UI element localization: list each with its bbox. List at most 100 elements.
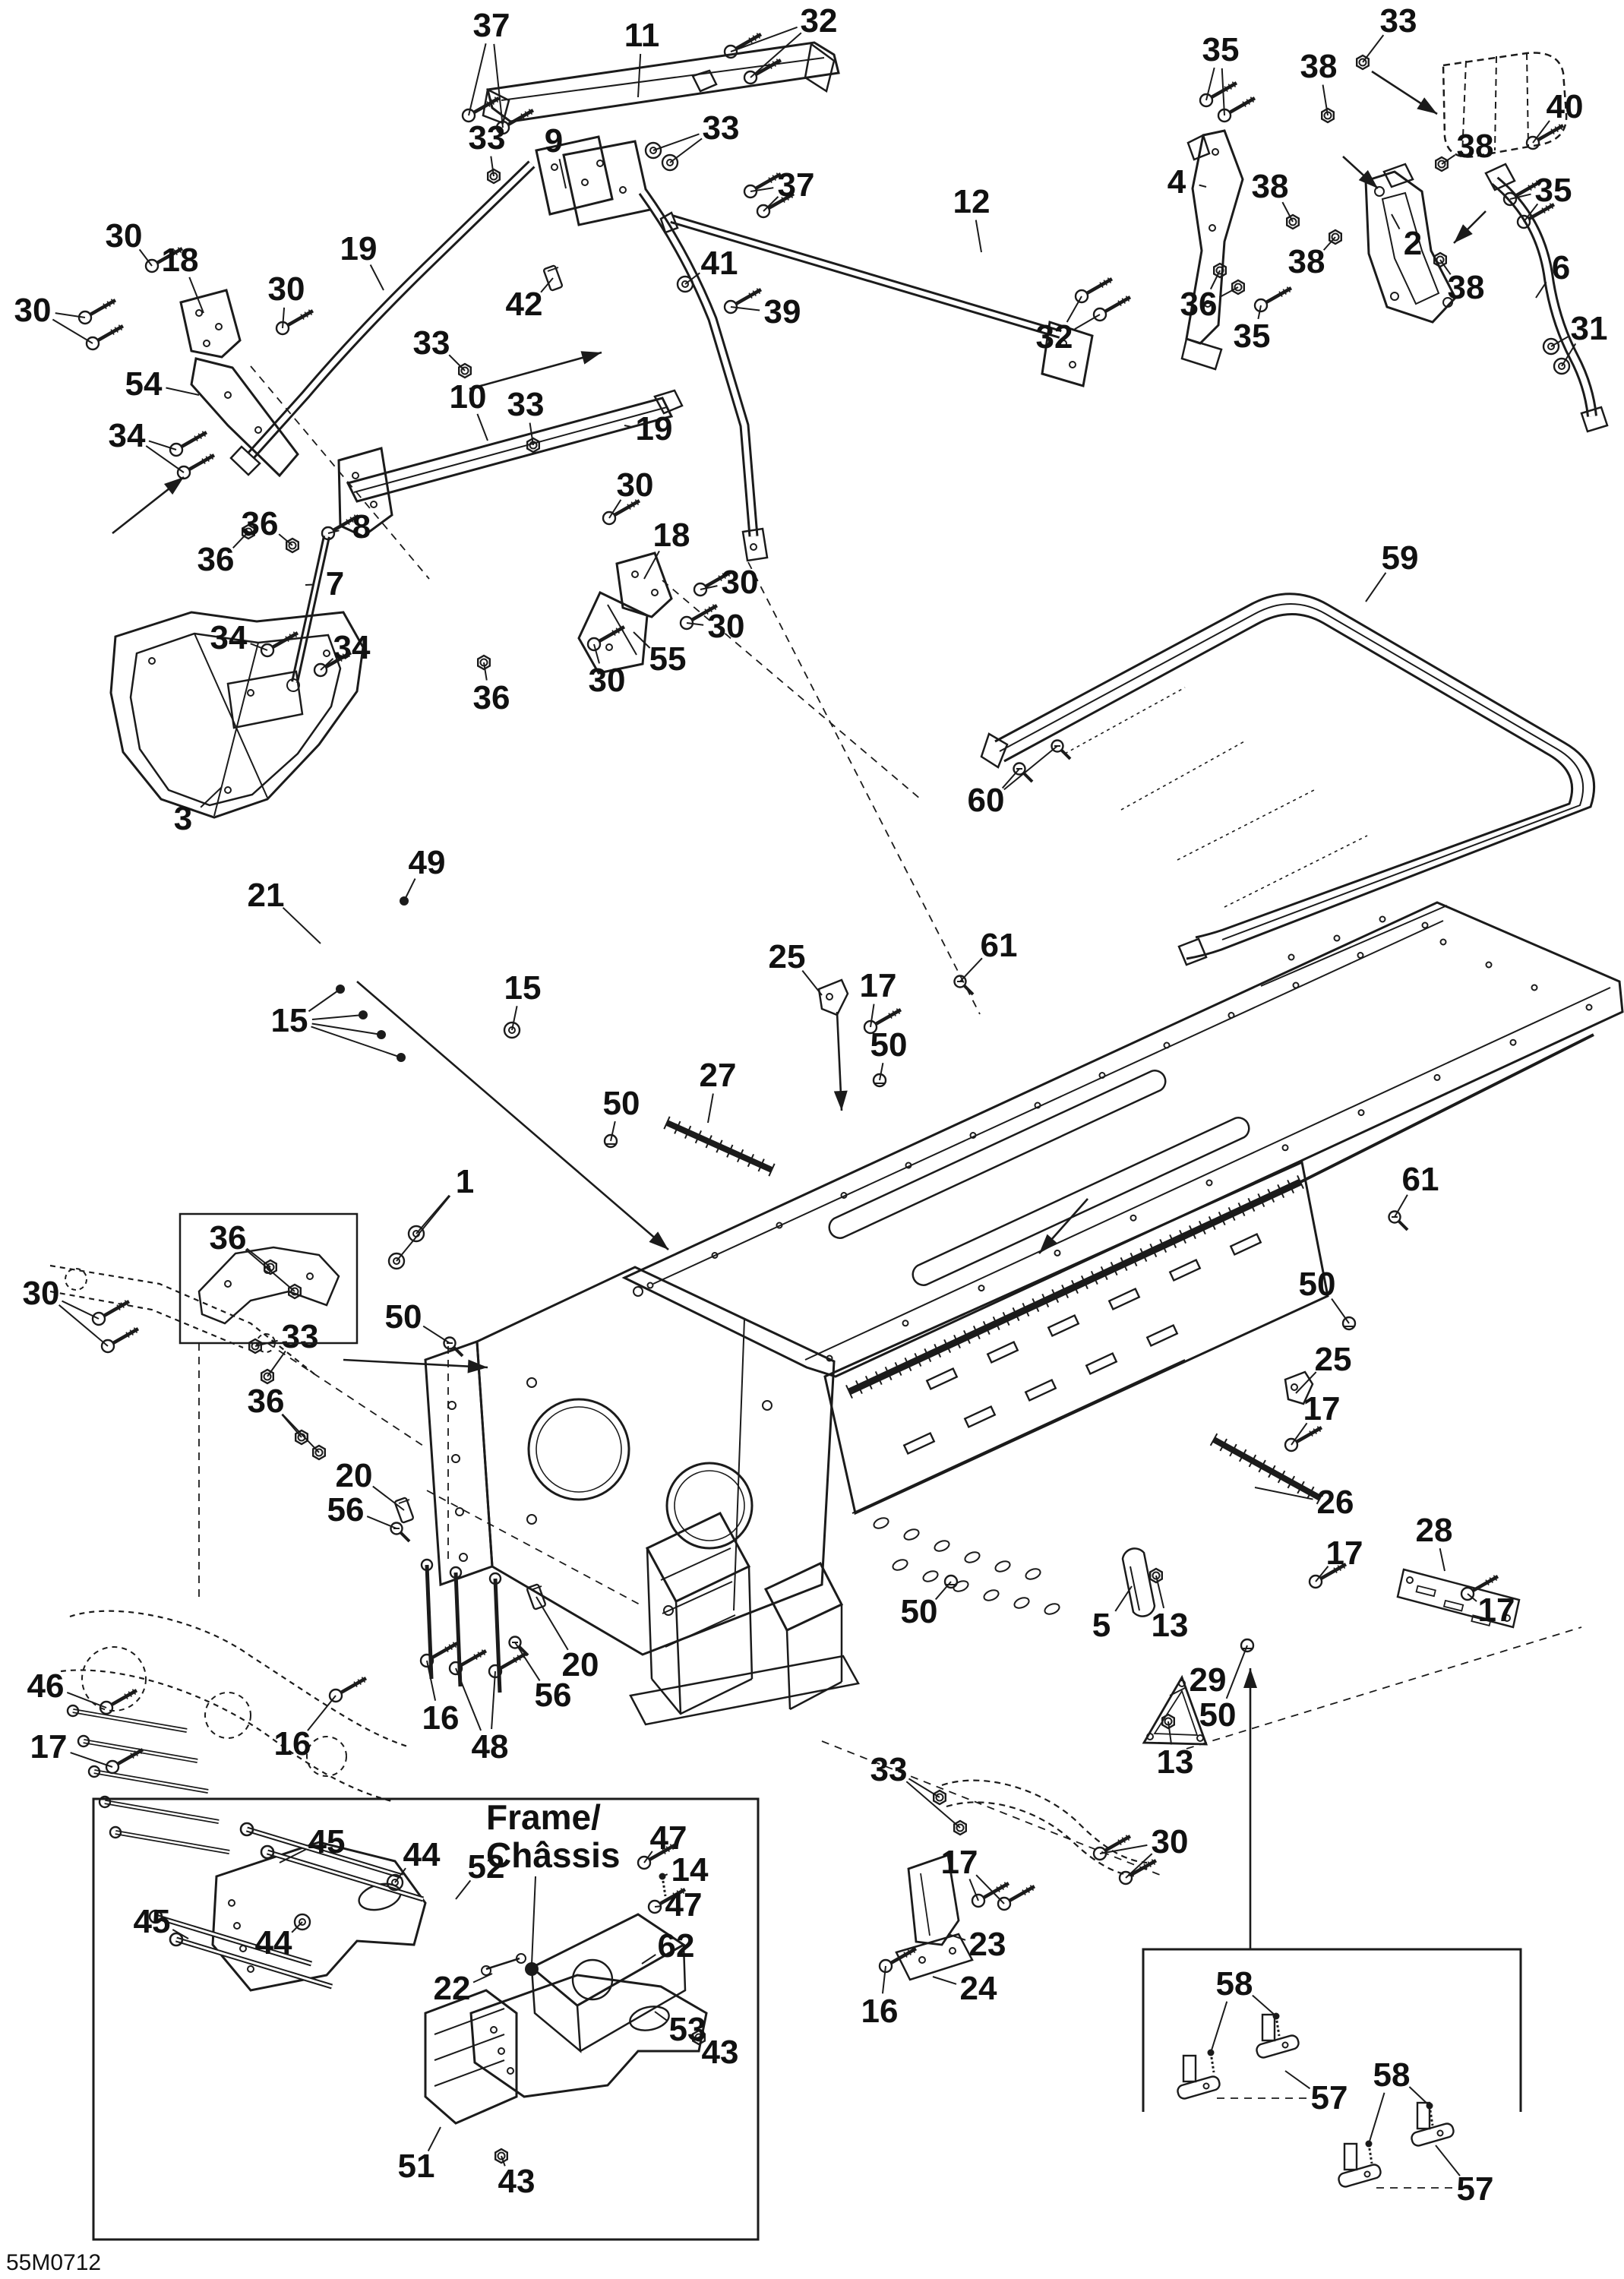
arrowhead-icon (1417, 97, 1437, 114)
leader-line (372, 1485, 405, 1511)
leader-line (1439, 259, 1452, 275)
leader-line (246, 1247, 271, 1268)
callout-33: 33 (870, 1751, 908, 1788)
leader-line (662, 1873, 668, 1877)
leader-line (637, 53, 642, 98)
fastener-nut-icon (1356, 54, 1370, 71)
leader-line (455, 1879, 472, 1900)
leader-line (1167, 1721, 1173, 1745)
leader-line (1365, 572, 1387, 602)
leader-line (166, 387, 200, 396)
callout-53: 53 (669, 2011, 706, 2048)
leader-line (1509, 193, 1531, 200)
leader-line (1441, 154, 1455, 165)
leader-line (536, 1596, 569, 1651)
leader-line (250, 643, 268, 651)
leader-line (624, 425, 632, 428)
leader-line (476, 413, 488, 441)
fastener-bolt-icon (863, 1008, 902, 1035)
arrowhead-icon (1358, 169, 1378, 188)
leader-line (641, 1954, 656, 1964)
guide-line (250, 365, 430, 580)
leader-line (905, 1781, 961, 1829)
leader-line (1254, 1487, 1313, 1500)
fastener-bolt-icon (743, 172, 782, 199)
fastener-washer-icon (387, 1252, 406, 1270)
callout-19: 19 (340, 230, 378, 267)
callout-50: 50 (870, 1026, 908, 1064)
leader-line (1394, 1194, 1408, 1218)
callout-38: 38 (1288, 243, 1325, 280)
fastener-bolt-icon (275, 309, 314, 336)
fastener-bolt-icon (169, 431, 208, 457)
leader-line (1001, 768, 1020, 789)
callout-58: 58 (1216, 1965, 1253, 2002)
leader-line (908, 1778, 940, 1798)
leader-line (1467, 1593, 1477, 1602)
leader-line (529, 422, 534, 446)
leader-line (1003, 745, 1058, 791)
fastener-washer-icon (676, 275, 694, 293)
callout-32: 32 (801, 2, 838, 40)
callout-36: 36 (473, 679, 510, 716)
leader-line (1114, 1585, 1133, 1612)
leader-line (493, 43, 504, 128)
callout-2: 2 (1404, 225, 1422, 262)
callout-23: 23 (969, 1926, 1006, 1963)
fastener-bolt-icon (77, 299, 117, 325)
callout-17: 17 (30, 1728, 68, 1765)
assembly-arrow (356, 981, 669, 1250)
leader-line (282, 307, 286, 329)
fastener-dome-icon (1240, 1638, 1255, 1653)
callout-21: 21 (248, 877, 285, 914)
leader-line (968, 1879, 979, 1901)
fastener-bolt-icon (99, 1689, 138, 1715)
inset-frame-chassis-box (92, 1797, 760, 2241)
leader-line (801, 970, 823, 996)
fastener-screw-icon (390, 1522, 411, 1543)
callout-45: 45 (308, 1823, 346, 1860)
callout-58: 58 (1373, 2056, 1411, 2094)
fastener-bolt-icon (100, 1327, 140, 1354)
callout-62: 62 (658, 1927, 695, 1964)
leader-line (1295, 1371, 1317, 1394)
fastener-nut-icon (1231, 279, 1245, 296)
callout-54: 54 (125, 365, 163, 403)
callout-8: 8 (352, 508, 371, 545)
fastener-bolt-icon (328, 1677, 368, 1703)
callout-17: 17 (1303, 1390, 1341, 1427)
callout-30: 30 (14, 292, 52, 329)
fastener-nut-icon (242, 523, 255, 540)
arrowhead-icon (1243, 1668, 1257, 1688)
callout-48: 48 (472, 1728, 509, 1765)
callout-56: 56 (535, 1677, 572, 1714)
fastener-nut-icon (286, 537, 299, 554)
leader-line (959, 957, 983, 982)
leader-line (1099, 1844, 1148, 1854)
leader-line (278, 533, 293, 546)
leader-line (1252, 1994, 1277, 2017)
leader-line (188, 277, 204, 314)
leader-line (282, 907, 321, 944)
fastener-nut-icon (1329, 229, 1342, 245)
fastener-sleeve-icon (526, 1583, 547, 1610)
callout-50: 50 (603, 1085, 640, 1122)
callout-57: 57 (1457, 2170, 1494, 2208)
fastener-screw-icon (1388, 1210, 1409, 1231)
leader-line (643, 1851, 653, 1863)
fastener-bolt-icon (461, 96, 501, 123)
leader-line (62, 1300, 100, 1320)
direction-arrows (112, 70, 1487, 1949)
callout-16: 16 (274, 1725, 311, 1762)
leader-line (686, 622, 704, 626)
callout-44: 44 (255, 1924, 292, 1961)
inset-hardware-box (1142, 1948, 1522, 2112)
leader-line (311, 1023, 382, 1035)
callout-47: 47 (665, 1886, 703, 1923)
leader-line (934, 1581, 952, 1601)
callout-34: 34 (333, 629, 371, 666)
fastener-bolt-icon (1502, 180, 1542, 207)
parts-linework (49, 41, 1624, 2188)
leader-line (1535, 281, 1547, 299)
leader-line (558, 159, 567, 189)
